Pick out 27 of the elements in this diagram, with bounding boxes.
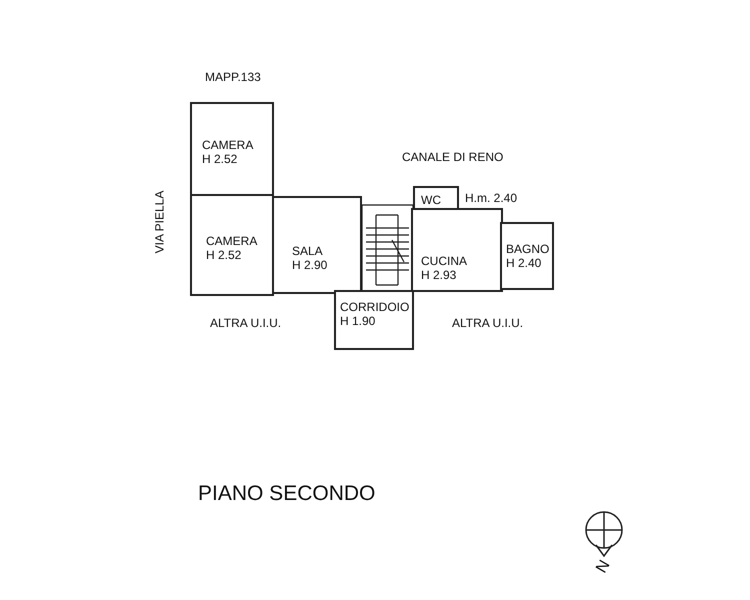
room-name: CUCINA (421, 254, 468, 268)
floor-plan-room (190, 102, 274, 196)
floor-plan-room (190, 194, 274, 296)
room-name: BAGNO (506, 242, 550, 256)
ceiling-height: H.m. 2.40 (465, 191, 518, 205)
floor-plan-room (411, 208, 503, 292)
room-name: CAMERA (202, 138, 254, 152)
room-name: CORRIDOIO (340, 300, 410, 314)
neighbour-unit-label: ALTRA U.I.U. (210, 316, 282, 330)
floor-plan-room (334, 290, 414, 350)
ceiling-height: H 2.40 (506, 256, 542, 270)
canal-name: CANALE DI RENO (402, 150, 504, 164)
room-name: WC (421, 193, 441, 207)
room-name: SALA (292, 244, 323, 258)
compass-letter: N (593, 558, 614, 576)
room-name: CAMERA (206, 234, 258, 248)
plot-reference: MAPP.133 (205, 70, 261, 84)
ceiling-height: H 1.90 (340, 314, 376, 328)
neighbour-unit-label: ALTRA U.I.U. (452, 316, 524, 330)
ceiling-height: H 2.93 (421, 268, 456, 282)
ceiling-height: H 2.90 (292, 258, 328, 272)
floor-plan-room (272, 196, 362, 294)
ceiling-height: H 2.52 (206, 248, 242, 262)
street-name: VIA PIELLA (152, 190, 166, 254)
plan-title: PIANO SECONDO (198, 482, 376, 506)
ceiling-height: H 2.52 (202, 152, 238, 166)
floor-plan-room (500, 222, 554, 290)
